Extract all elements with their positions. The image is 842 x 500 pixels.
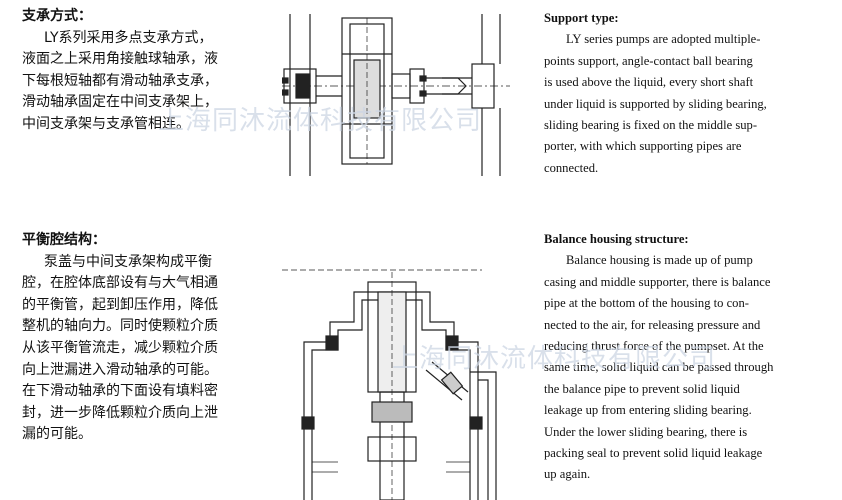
support-type-en-line: is used above the liquid, every short sh… <box>544 75 754 90</box>
balance-housing-zh-line: 腔，在腔体底部设有与大气相通 <box>22 275 218 292</box>
balance-housing-zh-line: 封，进一步降低颗粒介质向上泄 <box>22 404 218 421</box>
balance-housing-en-block: Balance housing structure: Balance housi… <box>544 229 829 486</box>
support-type-en-line: points support, angle-contact ball beari… <box>544 53 753 68</box>
support-type-en-line: under liquid is supported by sliding bea… <box>544 96 767 111</box>
balance-housing-en-line: Under the lower sliding bearing, there i… <box>544 424 748 439</box>
support-type-en-line: LY series pumps are adopted multiple- <box>566 32 761 47</box>
support-type-en-title: Support type: <box>544 11 619 25</box>
balance-housing-en-line: the balance pipe to prevent solid liquid <box>544 381 740 396</box>
support-type-diagram <box>282 14 510 176</box>
support-type-zh-line: 滑动轴承固定在中间支承架上， <box>22 94 218 111</box>
balance-housing-en-line: Balance housing is made up of pump <box>566 253 753 268</box>
balance-housing-en-line: reducing thrust force of the pumpset. At… <box>544 339 764 354</box>
balance-housing-zh-line: 在下滑动轴承的下面设有填料密 <box>22 383 218 400</box>
support-type-zh-line: LY系列采用多点支承方式， <box>44 29 213 46</box>
company-watermark: 上海同沐流体科技有限公司 <box>158 106 483 136</box>
balance-housing-zh-line: 泵盖与中间支承架构成平衡 <box>44 253 212 270</box>
balance-housing-en-line: nected to the air, for releasing pressur… <box>544 317 761 332</box>
balance-housing-zh-title: 平衡腔结构： <box>22 232 106 248</box>
support-type-zh-block: 支承方式： LY系列采用多点支承方式， 液面之上采用角接触球轴承，液 下每根短轴… <box>22 6 272 136</box>
balance-housing-en-line: leakage up from entering sliding bearing… <box>544 403 752 418</box>
support-type-en-line: sliding bearing is fixed on the middle s… <box>544 118 758 133</box>
support-type-en-line: porter, with which supporting pipes are <box>544 139 742 154</box>
support-type-zh-line: 中间支承架与支承管相连。 <box>22 115 190 132</box>
balance-housing-en-line: same time, solid liquid can be passed th… <box>544 360 774 375</box>
support-type-zh-line: 液面之上采用角接触球轴承，液 <box>22 51 218 68</box>
support-type-zh-title: 支承方式： <box>22 8 92 24</box>
balance-housing-en-title: Balance housing structure: <box>544 232 689 246</box>
balance-housing-en-line: packing seal to prevent solid liquid lea… <box>544 446 763 461</box>
balance-housing-en-line: casing and middle supporter, there is ba… <box>544 274 771 289</box>
balance-housing-zh-line: 整机的轴向力。同时使颗粒介质 <box>22 318 218 335</box>
support-type-en-block: Support type: LY series pumps are adopte… <box>544 8 829 179</box>
support-type-zh-line: 下每根短轴都有滑动轴承支承， <box>22 72 218 89</box>
balance-housing-zh-line: 向上泄漏进入滑动轴承的可能。 <box>22 361 218 378</box>
balance-housing-diagram <box>282 269 497 500</box>
support-type-en-line: connected. <box>544 160 599 175</box>
company-watermark: 上海同沐流体科技有限公司 <box>392 344 717 374</box>
balance-housing-zh-line: 漏的可能。 <box>22 426 92 443</box>
balance-housing-zh-line: 的平衡管，起到卸压作用，降低 <box>22 296 218 313</box>
balance-housing-en-line: pipe at the bottom of the housing to con… <box>544 296 749 311</box>
balance-housing-zh-block: 平衡腔结构： 泵盖与中间支承架构成平衡 腔，在腔体底部设有与大气相通 的平衡管，… <box>22 230 272 446</box>
balance-housing-zh-line: 从该平衡管流走，减少颗粒介质 <box>22 339 218 356</box>
balance-housing-en-line: up again. <box>544 467 591 482</box>
